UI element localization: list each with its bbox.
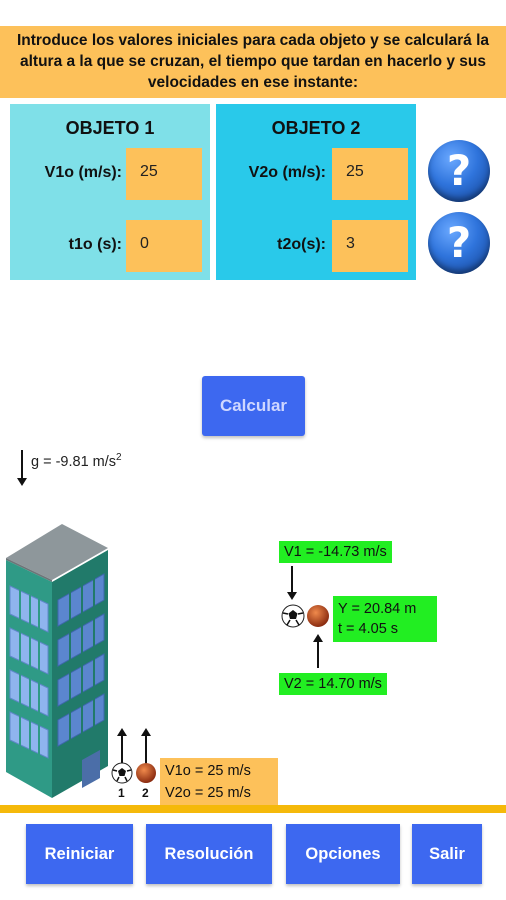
t1o-label: t1o (s): <box>68 236 122 253</box>
ground-line <box>0 805 506 813</box>
soccer-ball-1-icon <box>111 762 133 784</box>
gravity-exponent: 2 <box>116 452 122 463</box>
v2o-input[interactable]: 25 <box>332 148 408 200</box>
t1o-input[interactable]: 0 <box>126 220 202 272</box>
ball2-number: 2 <box>142 786 149 800</box>
v2-result: V2 = 14.70 m/s <box>279 673 387 695</box>
ball1-number: 1 <box>118 786 125 800</box>
exit-button[interactable]: Salir <box>412 824 482 884</box>
v2o-text: V2o = 25 m/s <box>165 785 251 801</box>
help-v-button[interactable]: ? <box>428 140 490 202</box>
t-result: t = 4.05 s <box>338 621 399 637</box>
object2-title: OBJETO 2 <box>271 118 361 138</box>
y-result: Y = 20.84 m <box>338 601 417 617</box>
v1-arrow-icon <box>287 566 297 600</box>
reset-button[interactable]: Reiniciar <box>26 824 133 884</box>
v1o-input[interactable]: 25 <box>126 148 202 200</box>
v2-arrow-icon <box>313 634 323 668</box>
options-button[interactable]: Opciones <box>286 824 400 884</box>
t2o-label: t2o(s): <box>277 236 326 253</box>
crossing-result-box: Y = 20.84 m t = 4.05 s <box>333 596 437 642</box>
soccer-ball-1-cross-icon <box>281 604 305 628</box>
solution-button[interactable]: Resolución <box>146 824 272 884</box>
gravity-value: g = -9.81 m/s <box>31 453 117 470</box>
calculate-button[interactable]: Calcular <box>202 376 305 436</box>
v1o-text: V1o = 25 m/s <box>165 763 251 779</box>
t2o-input[interactable]: 3 <box>332 220 408 272</box>
v1-result: V1 = -14.73 m/s <box>279 541 392 563</box>
help-t-button[interactable]: ? <box>428 212 490 274</box>
building-illustration <box>6 524 108 798</box>
initial-arrows-icon <box>117 728 151 764</box>
instructions-text: Introduce los valores iniciales para cad… <box>0 26 506 98</box>
object1-panel: OBJETO 1 V1o (m/s): 25 t1o (s): 0 <box>10 104 210 280</box>
initial-velocity-box: V1o = 25 m/s V2o = 25 m/s <box>160 758 278 806</box>
object2-panel: OBJETO 2 V2o (m/s): 25 t2o(s): 3 <box>216 104 416 280</box>
gravity-label: g = -9.81 m/s2 <box>31 452 122 470</box>
v1o-label: V1o (m/s): <box>44 164 122 181</box>
v2o-label: V2o (m/s): <box>248 164 326 181</box>
basketball-2-cross-icon <box>307 605 329 627</box>
gravity-arrow-icon <box>17 450 27 486</box>
basketball-2-icon <box>136 763 156 783</box>
object1-title: OBJETO 1 <box>65 118 155 138</box>
